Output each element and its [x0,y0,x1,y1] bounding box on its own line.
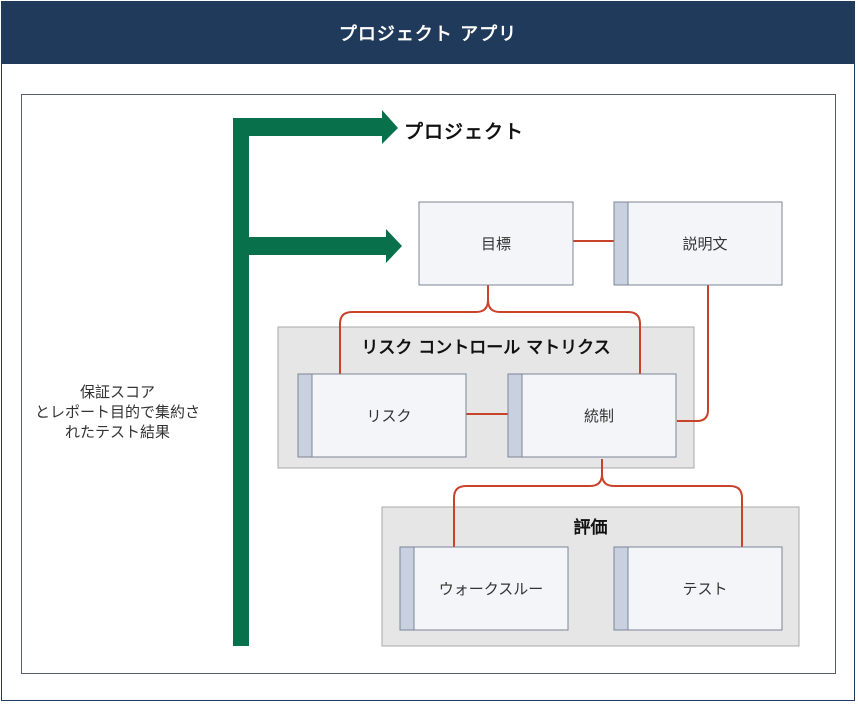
connector-goal-risk [339,285,489,374]
project-arrow [233,110,398,144]
risk-control-matrix-title: リスク コントロール マトリクス [361,337,611,358]
app-header: プロジェクト アプリ [1,1,855,64]
goal-arrow [249,229,402,263]
node-control[interactable] [507,373,677,458]
side-text-line-1: 保証スコア [79,383,155,401]
connector-description-control [677,285,709,422]
main-vertical-bar [233,118,249,646]
connector-control-test [601,473,743,547]
node-risk-label: リスク [366,407,412,425]
connectors [339,240,743,547]
evaluation-title: 評価 [573,517,608,538]
node-walkthrough-label: ウォークスルー [438,580,544,598]
connector-goal-control [487,299,641,374]
side-text-line-2: とレポート目的で集約さ [34,403,200,421]
project-label: プロジェクト [404,121,525,143]
green-arrows [233,110,402,646]
node-goal[interactable] [418,201,574,286]
node-goal-label: 目標 [480,235,511,253]
side-description: 保証スコア とレポート目的で集約さ れたテスト結果 [30,382,205,442]
node-test-label: テスト [682,580,728,598]
node-walkthrough[interactable] [399,546,569,631]
connector-control-walkthrough [453,459,603,547]
node-test[interactable] [613,546,783,631]
side-text-line-3: れたテスト結果 [64,423,170,441]
node-description-label: 説明文 [682,235,728,253]
app-title: プロジェクト アプリ [338,23,518,45]
node-risk[interactable] [297,373,467,458]
node-description[interactable] [613,201,783,286]
node-control-label: 統制 [583,407,614,425]
